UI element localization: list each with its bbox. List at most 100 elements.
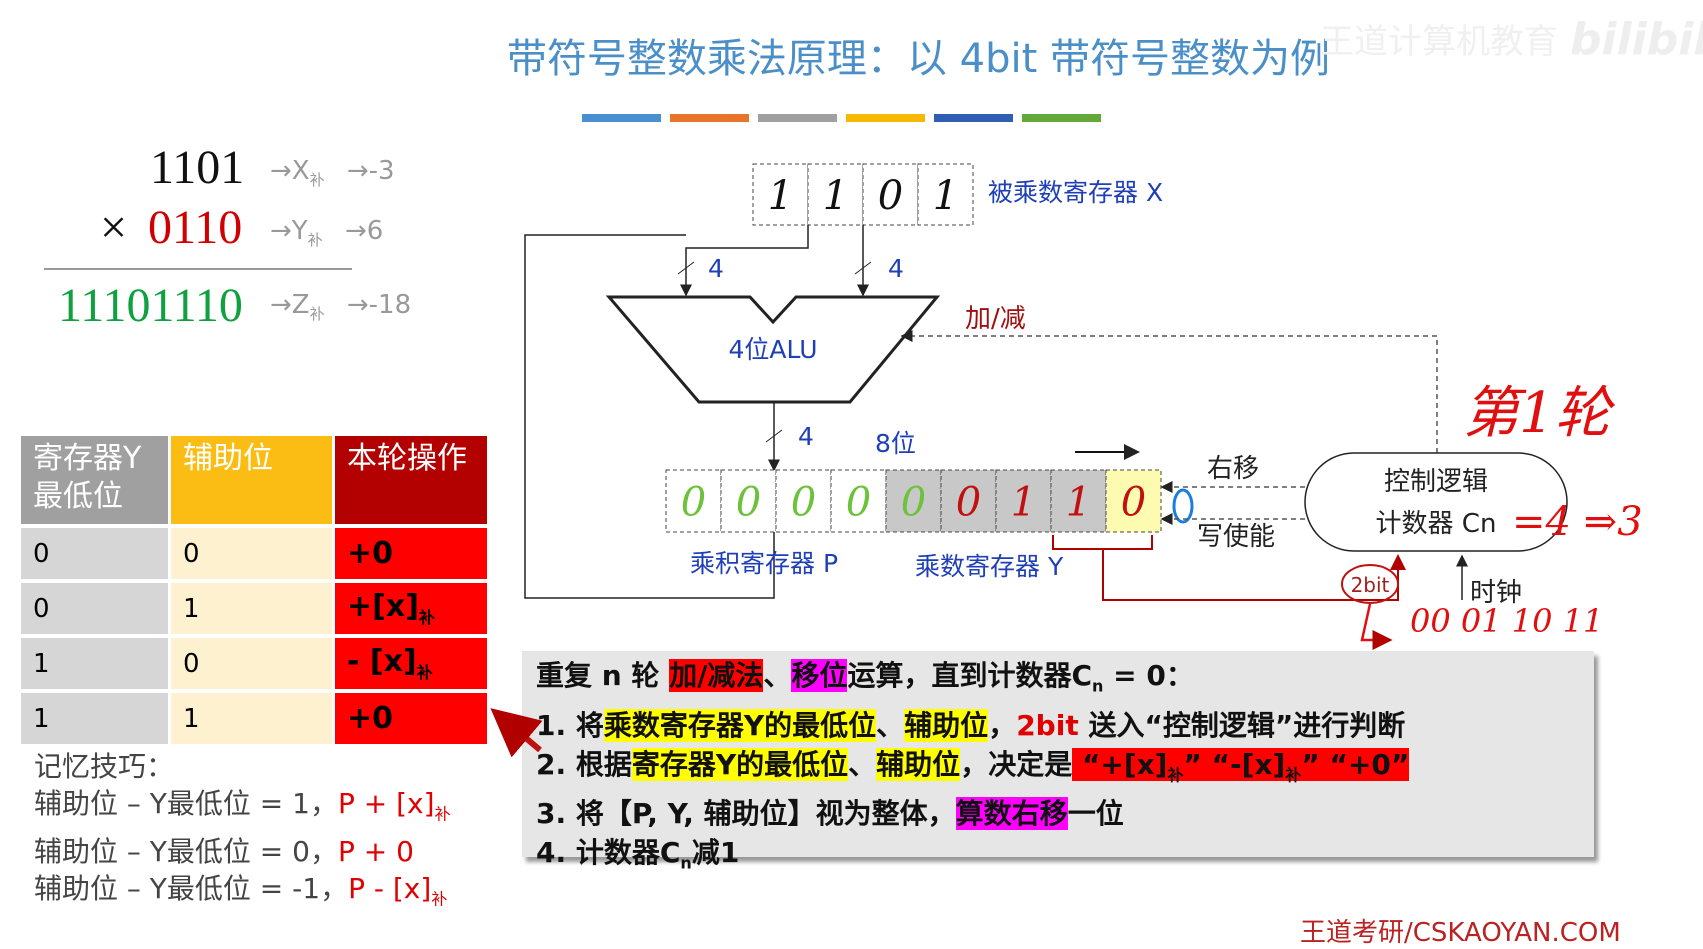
control-logic-label: 控制逻辑 <box>1384 467 1488 497</box>
cell-op: +0 <box>335 693 490 744</box>
register-bit: 0 <box>846 479 871 525</box>
bus-slash <box>854 261 872 275</box>
x-label: →X <box>270 156 310 186</box>
register-cell <box>885 469 942 533</box>
register-cell <box>917 163 974 226</box>
y-label: →Y <box>270 216 308 246</box>
y-annotation: →Y补 →6 <box>270 216 383 250</box>
op-text: - [x] <box>347 644 417 679</box>
cell-op: +0 <box>335 528 490 579</box>
cell-aux: 1 <box>171 693 335 744</box>
register-bit: 0 <box>956 479 981 525</box>
mnemonic-line: 辅助位 – Y最低位 = 1，P + [x]补 <box>34 785 451 833</box>
x-register-label: 被乘数寄存器 X <box>988 178 1163 207</box>
pointer-arrow <box>490 708 543 758</box>
register-bit: 0 <box>681 479 706 525</box>
register-bit: 1 <box>933 173 958 219</box>
header-y-lsb: 寄存器Y最低位 <box>21 436 171 524</box>
alu-shape <box>605 295 941 404</box>
title-color-bar <box>670 114 749 122</box>
register-bit: 1 <box>823 173 848 219</box>
register-bit: 0 <box>901 479 926 525</box>
cell-y: 0 <box>21 528 171 579</box>
register-cell <box>940 469 997 533</box>
register-bit: 1 <box>1066 479 1091 525</box>
clock-label: 时钟 <box>1470 578 1522 608</box>
round-handwritten-note: 第1轮 <box>1463 381 1616 446</box>
cell-y: 1 <box>21 638 171 689</box>
mnemonic-result: P + 0 <box>337 834 414 868</box>
title-color-bar <box>846 114 925 122</box>
mnemonic-result: P - [x] <box>348 871 432 905</box>
register-cell <box>1105 469 1162 533</box>
handwritten-arrow <box>1360 603 1393 650</box>
times-sign: × <box>100 201 128 254</box>
bus-left <box>680 225 809 297</box>
z-value: →-18 <box>346 290 412 320</box>
bus-width: 4 <box>708 254 724 283</box>
op-text: +0 <box>347 701 394 736</box>
register-bit: 0 <box>736 479 761 525</box>
mnemonic-title: 记忆技巧： <box>34 750 175 783</box>
title-color-bar <box>582 114 661 122</box>
alu-label: 4位ALU <box>729 335 818 364</box>
register-bit: 1 <box>768 173 793 219</box>
cell-aux: 1 <box>171 583 335 634</box>
step-3: 3. 将【P, Y, 辅助位】视为整体，算数右移一位 <box>536 797 1124 831</box>
y-value: →6 <box>344 216 384 246</box>
step-1: 1. 将乘数寄存器Y的最低位、辅助位，2bit 送入“控制逻辑”进行判断 <box>536 708 1406 742</box>
mnemonic-sub: 补 <box>434 804 451 824</box>
steps-box: 重复 n 轮 加/减法、移位运算，直到计数器Cn = 0： 1. 将乘数寄存器Y… <box>522 651 1594 873</box>
cell-aux: 0 <box>171 638 335 689</box>
bilibili-logo: bilibili <box>1570 14 1703 65</box>
mnemonic: 记忆技巧： 辅助位 – Y最低位 = 1，P + [x]补 辅助位 – Y最低位… <box>34 748 451 917</box>
cell-op: - [x]补 <box>335 638 490 689</box>
register-cell <box>807 163 864 226</box>
cell-aux: 0 <box>171 528 335 579</box>
mnemonic-line: 辅助位 – Y最低位 = -1，P - [x]补 <box>34 870 451 918</box>
title-color-bar <box>1022 114 1101 122</box>
multiplicand: 1101 <box>150 141 245 194</box>
register-bit: 1 <box>1011 479 1036 525</box>
z-label: →Z <box>270 290 310 320</box>
bus-slash <box>765 429 783 443</box>
bus-slash <box>677 261 695 275</box>
cell-y: 0 <box>21 583 171 634</box>
y-register-label: 乘数寄存器 Y <box>915 552 1064 581</box>
y-sub: 补 <box>307 231 323 250</box>
step-2: 2. 根据寄存器Y的最低位、辅助位，决定是 “+[x]补” “-[x]补” “+… <box>536 747 1410 785</box>
register-bit: 0 <box>878 173 903 219</box>
bus-width: 4 <box>888 254 904 283</box>
multiplier: 0110 <box>148 201 243 254</box>
x-value: →-3 <box>346 156 395 186</box>
mnemonic-text: 辅助位 – Y最低位 = -1， <box>34 871 349 905</box>
steps-intro: 重复 n 轮 加/减法、移位运算，直到计数器Cn = 0： <box>536 659 1194 696</box>
cell-y: 1 <box>21 693 171 744</box>
shift-right-label: 右移 <box>1207 454 1259 484</box>
step-4: 4. 计数器Cn减1 <box>536 836 740 873</box>
cell-op: +[x]补 <box>335 583 490 634</box>
register-bit: 0 <box>1121 479 1146 525</box>
register-bit: 0 <box>791 479 816 525</box>
p-register-label: 乘积寄存器 P <box>690 549 838 578</box>
x-annotation: →X补 →-3 <box>270 156 395 190</box>
z-annotation: →Z补 →-18 <box>270 290 411 324</box>
feedback-wire <box>524 234 775 599</box>
title-color-bar <box>934 114 1013 122</box>
title-color-bar <box>758 114 837 122</box>
mnemonic-text: 辅助位 – Y最低位 = 0， <box>34 834 338 868</box>
register-cell <box>1050 469 1107 533</box>
two-bit-wire <box>1052 535 1398 601</box>
control-logic-block <box>1304 452 1568 552</box>
two-bit-circle <box>1341 564 1399 604</box>
bus-width: 4 <box>798 422 814 451</box>
add-sub-label: 加/减 <box>965 304 1026 334</box>
table-header: 寄存器Y最低位 辅助位 本轮操作 <box>21 436 490 524</box>
